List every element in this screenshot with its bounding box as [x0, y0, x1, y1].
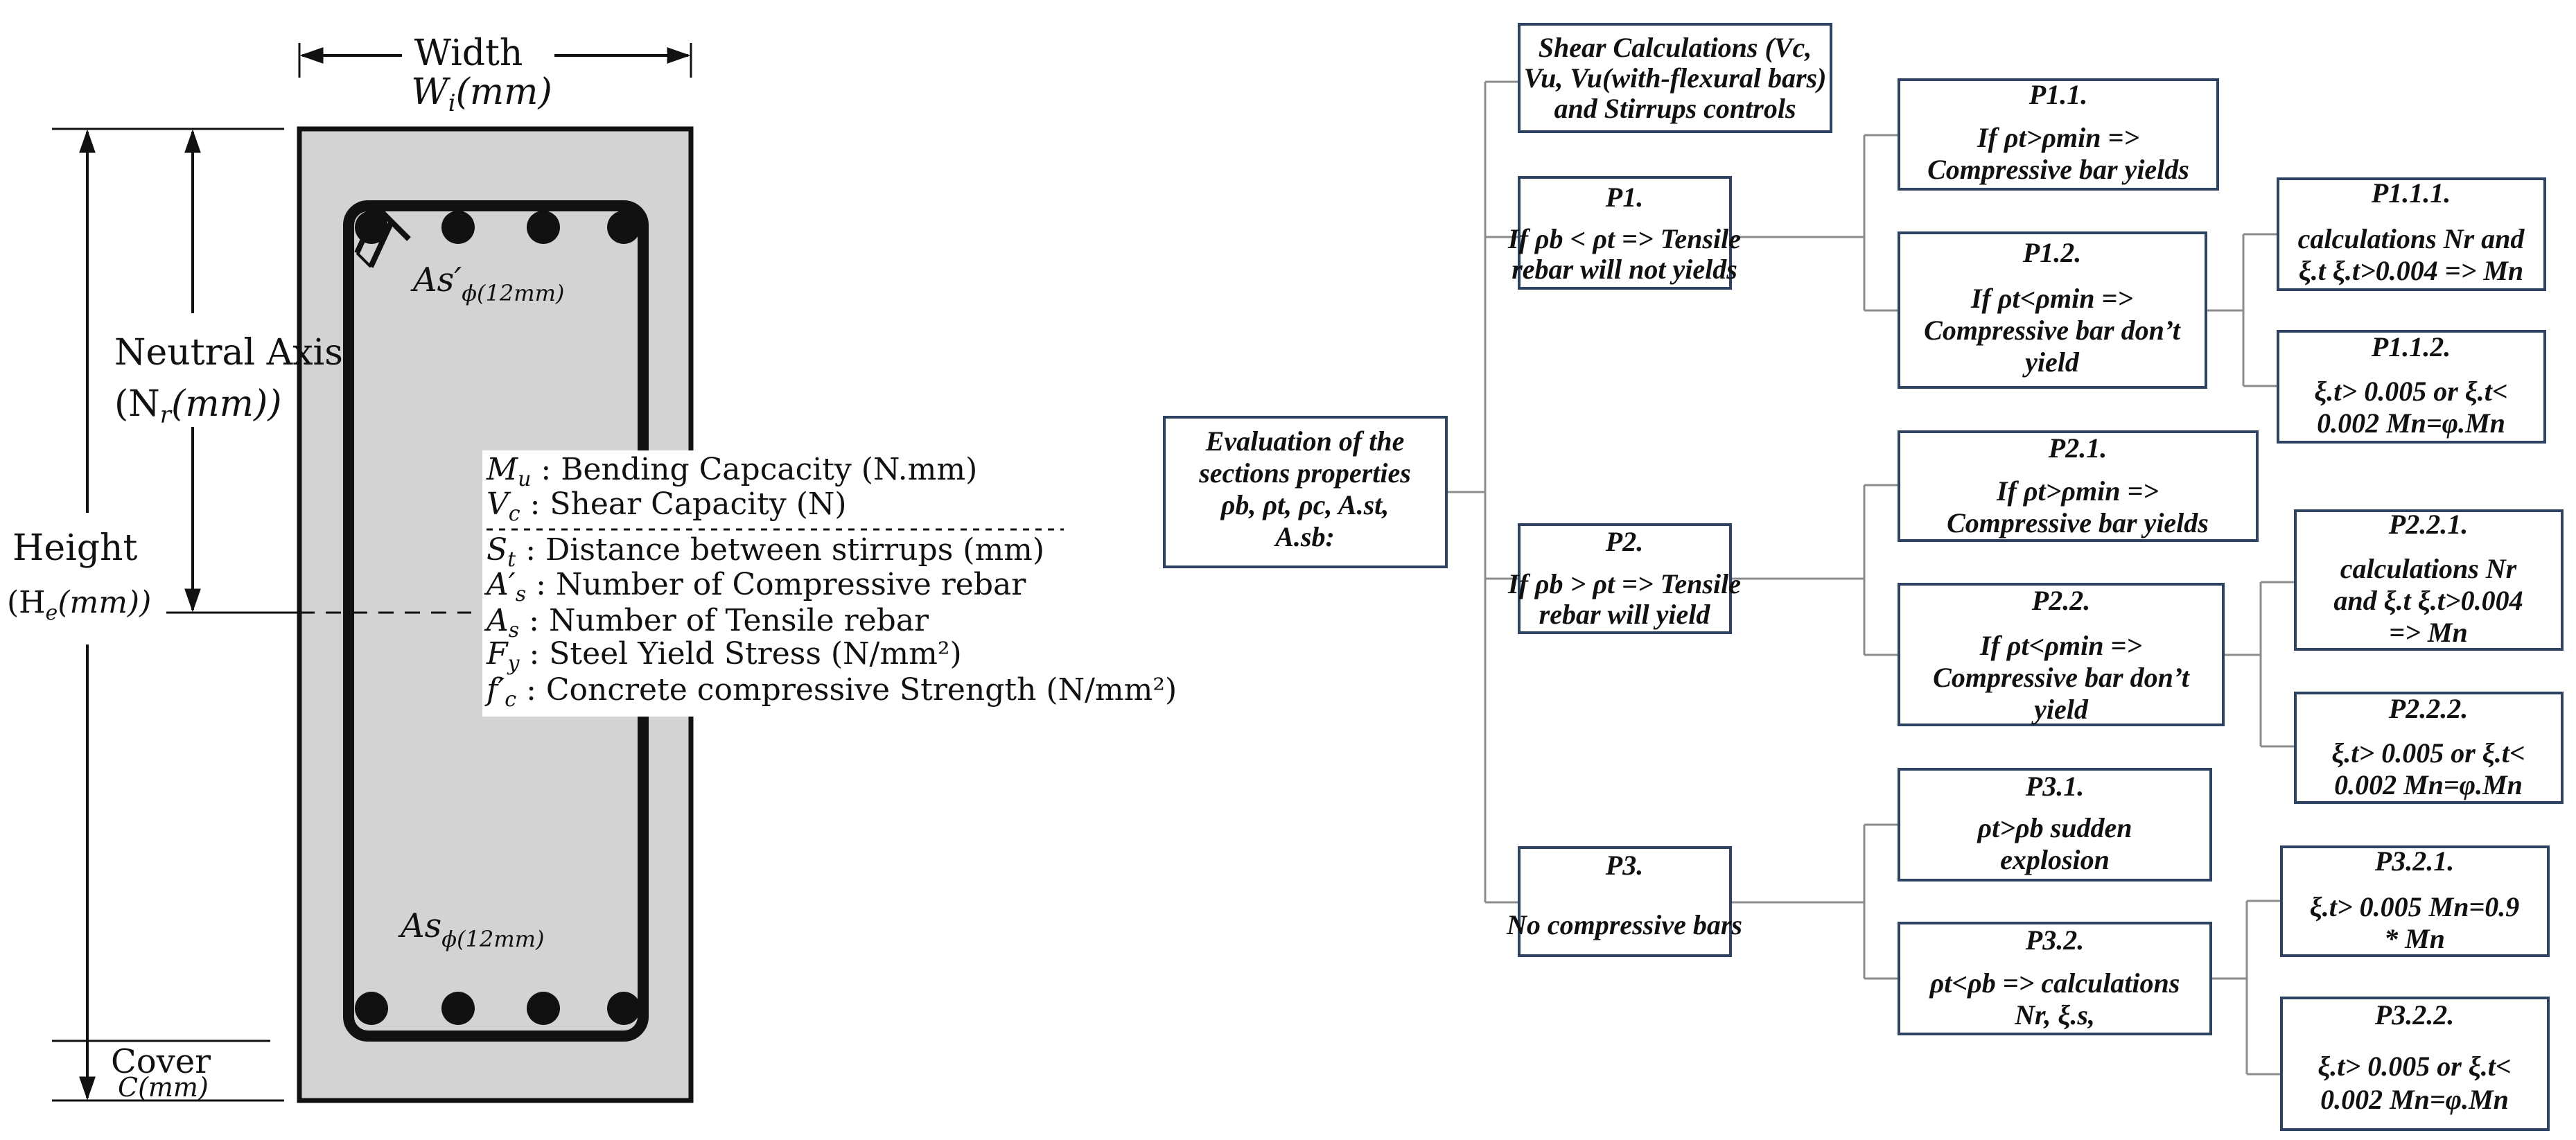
top-rebar [441, 211, 475, 244]
top-rebar [527, 211, 560, 244]
cover-symbol: C(mm) [118, 1072, 209, 1103]
neutral-axis-label: Neutral Axis [114, 332, 343, 374]
top-rebar-label: As′ϕ(12mm) [410, 261, 564, 306]
svg-text:P1.1.If ρt>ρmin =>Compressive: P1.1.If ρt>ρmin =>Compressive bar yields [1927, 79, 2189, 185]
legend-item: St : Distance between stirrups (mm) [487, 532, 1044, 572]
svg-text:P2.2.If ρt<ρmin =>Compressive: P2.2.If ρt<ρmin =>Compressive bar don’ty… [1933, 585, 2191, 725]
top-rebar [355, 211, 388, 244]
legend-background [482, 450, 1151, 717]
node-p1-1-2: P1.1.2.ξ.t> 0.005 or ξ.t<0.002 Mn=φ.Mn [2277, 330, 2546, 444]
legend-item: As : Number of Tensile rebar [484, 603, 929, 642]
legend-item: Fy : Steel Yield Stress (N/mm²) [486, 636, 962, 676]
neutral-axis-symbol: (Nr(mm)) [114, 383, 282, 429]
bottom-rebar [607, 992, 640, 1025]
width-symbol: Wi(mm) [411, 71, 552, 117]
svg-text:P2.1.If ρt>ρmin =>Compressive: P2.1.If ρt>ρmin =>Compressive bar yields [1947, 432, 2209, 538]
top-rebar [607, 211, 640, 244]
legend-item: Mu : Bending Capcacity (N.mm) [486, 452, 977, 491]
height-symbol: (He(mm)) [7, 585, 151, 625]
bottom-rebar [355, 992, 388, 1025]
width-label: Width [414, 33, 523, 74]
legend-item: f′c : Concrete compressive Strength (N/m… [484, 672, 1177, 712]
node-p2-2-2: P2.2.2.ξ.t> 0.005 or ξ.t<0.002 Mn=φ.Mn [2294, 692, 2564, 804]
svg-text:Shear Calculations (Vc,Vu, Vu(: Shear Calculations (Vc,Vu, Vu(with-flexu… [1524, 32, 1827, 124]
node-p1-1: P1.1.If ρt>ρmin =>Compressive bar yields [1898, 78, 2219, 191]
node-p3-2-2: P3.2.2.ξ.t> 0.005 or ξ.t<0.002 Mn=φ.Mn [2280, 997, 2550, 1131]
svg-text:P3.No compressive bars: P3.No compressive bars [1506, 850, 1742, 940]
legend: Mu : Bending Capcacity (N.mm) Vc : Shear… [482, 450, 1177, 717]
cover-label: Cover [111, 1042, 211, 1081]
bottom-rebar [441, 992, 475, 1025]
bottom-rebars [355, 992, 640, 1025]
svg-text:P3.2.1.ξ.t> 0.005 Mn=0.9* Mn: P3.2.1.ξ.t> 0.005 Mn=0.9* Mn [2310, 845, 2519, 954]
tree-connectors [1446, 80, 2295, 1076]
legend-item: Vc : Shear Capacity (N) [487, 486, 847, 526]
node-p2-1: P2.1.If ρt>ρmin =>Compressive bar yields [1898, 430, 2259, 542]
svg-text:P1.2.If ρt<ρmin =>Compressive: P1.2.If ρt<ρmin =>Compressive bar don’ty… [1924, 237, 2182, 378]
bottom-rebar-label: Asϕ(12mm) [398, 906, 544, 952]
svg-text:P2.2.2.ξ.t> 0.005 or ξ.t<0.002: P2.2.2.ξ.t> 0.005 or ξ.t<0.002 Mn=φ.Mn [2331, 693, 2525, 800]
bottom-rebar [527, 992, 560, 1025]
node-p3: P3.No compressive bars [1506, 846, 1742, 957]
legend-item: A′s : Number of Compressive rebar [484, 567, 1026, 606]
top-rebars [355, 211, 640, 244]
height-label: Height [12, 527, 138, 569]
svg-text:P1.1.2.ξ.t> 0.005 or ξ.t<0.002: P1.1.2.ξ.t> 0.005 or ξ.t<0.002 Mn=φ.Mn [2314, 331, 2507, 439]
svg-text:P3.2.2.ξ.t> 0.005 or ξ.t<0.002: P3.2.2.ξ.t> 0.005 or ξ.t<0.002 Mn=φ.Mn [2317, 999, 2511, 1115]
node-shear: Shear Calculations (Vc,Vu, Vu(with-flexu… [1518, 23, 1832, 133]
node-p3-2-1: P3.2.1.ξ.t> 0.005 Mn=0.9* Mn [2280, 845, 2550, 957]
